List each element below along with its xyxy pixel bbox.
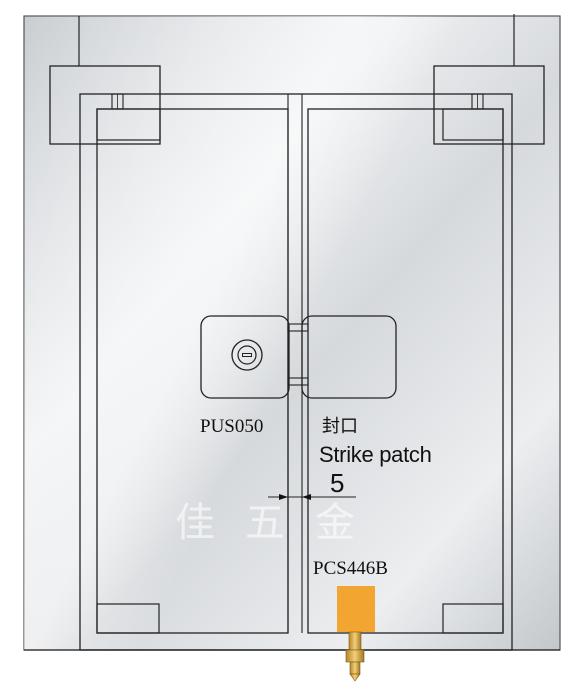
- key-cylinder-icon: [231, 339, 263, 371]
- watermark-text: 佳 五 金: [175, 500, 365, 545]
- dimension-arrow-right: [302, 494, 311, 500]
- glass-sheen: [24, 16, 560, 650]
- top-left-inner-patch: [96, 108, 161, 141]
- key-slot: [242, 353, 252, 357]
- key-cylinder-inner: [237, 345, 257, 365]
- strike-chinese-label: 封口: [322, 416, 358, 436]
- lock-bolt-top: [287, 323, 309, 332]
- center-lock-left-body: [200, 315, 290, 399]
- floor-pivot-nut: [345, 649, 365, 663]
- top-right-patch-fitting: [433, 65, 545, 145]
- top-left-patch-fitting: [49, 65, 161, 145]
- lock-model-label: PUS050: [200, 416, 263, 437]
- floor-spring-stem: [348, 631, 362, 651]
- floor-spring-block: [337, 586, 375, 632]
- bottom-left-patch: [96, 603, 160, 634]
- bottom-model-label: PCS446B: [313, 558, 388, 579]
- strike-english-label: Strike patch: [319, 442, 432, 467]
- gap-value-label: 5: [330, 468, 344, 498]
- floor-pivot-spindle: [349, 661, 361, 675]
- lock-bolt-bottom: [287, 377, 309, 386]
- strike-patch-body: [301, 315, 397, 399]
- dimension-arrow-left: [279, 494, 288, 500]
- floor-pivot-tip: [349, 673, 361, 682]
- right-door-leaf: [307, 108, 504, 634]
- bottom-right-patch: [442, 603, 504, 634]
